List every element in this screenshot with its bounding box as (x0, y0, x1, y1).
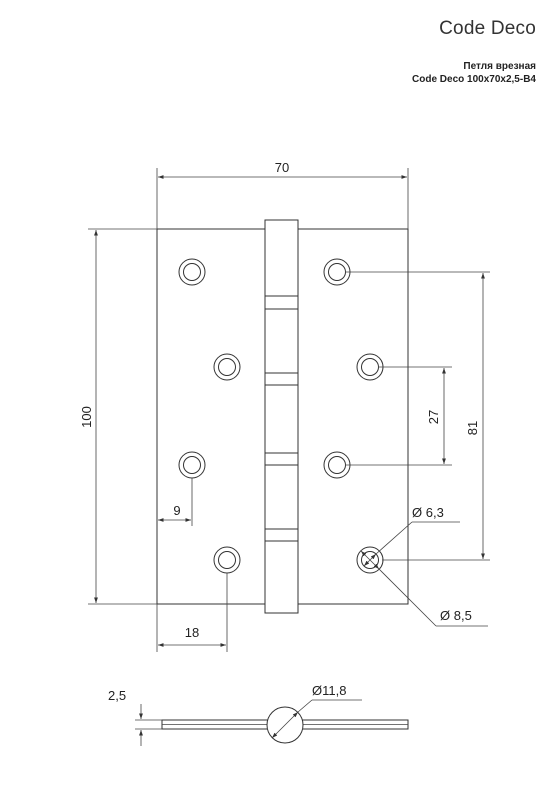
dimension-edge-offset-outer-label: 18 (185, 625, 199, 640)
dimension-edge-offset-inner-label: 9 (173, 503, 180, 518)
dimension-hole-diameter-outer-label: Ø 8,5 (440, 608, 472, 623)
hinge-front-view (156, 219, 409, 614)
dimension-hole-pitch-total: 81 (345, 271, 490, 561)
screw-holes (178, 258, 384, 574)
brand-name: Code Deco (439, 18, 536, 39)
dimension-hole-diameter-outer: Ø 8,5 (360, 550, 488, 627)
dimension-height: 100 (79, 228, 157, 605)
hinge-knuckle (264, 219, 299, 614)
left-leaf (156, 228, 266, 605)
dimension-knuckle-diameter-label: Ø11,8 (312, 683, 346, 698)
dimension-hole-pitch-short-label: 27 (426, 410, 441, 424)
screw-hole (178, 451, 206, 479)
screw-hole (213, 353, 241, 381)
screw-hole (178, 258, 206, 286)
dimension-hole-diameter-inner-label: Ø 6,3 (412, 505, 444, 520)
dimension-width: 70 (156, 160, 409, 229)
right-leaf (297, 228, 409, 605)
dimension-edge-offset-inner: 9 (158, 478, 193, 526)
dimension-hole-pitch-total-label: 81 (465, 421, 480, 435)
title-block: Петля врезная Code Deco 100x70x2,5-B4 (412, 60, 536, 86)
dimension-hole-pitch-short: 27 (345, 366, 452, 466)
hinge-side-view: Ø11,8 (161, 683, 409, 744)
dimension-height-label: 100 (79, 406, 94, 428)
product-name: Петля врезная (463, 61, 536, 72)
dimension-edge-offset-outer: 18 (156, 573, 228, 652)
screw-hole (213, 546, 241, 574)
product-model: Code Deco 100x70x2,5-B4 (412, 74, 536, 85)
dimension-leaf-thickness: 2,5 (108, 688, 162, 746)
dimension-leaf-thickness-label: 2,5 (108, 688, 126, 703)
dimension-width-label: 70 (275, 160, 289, 175)
